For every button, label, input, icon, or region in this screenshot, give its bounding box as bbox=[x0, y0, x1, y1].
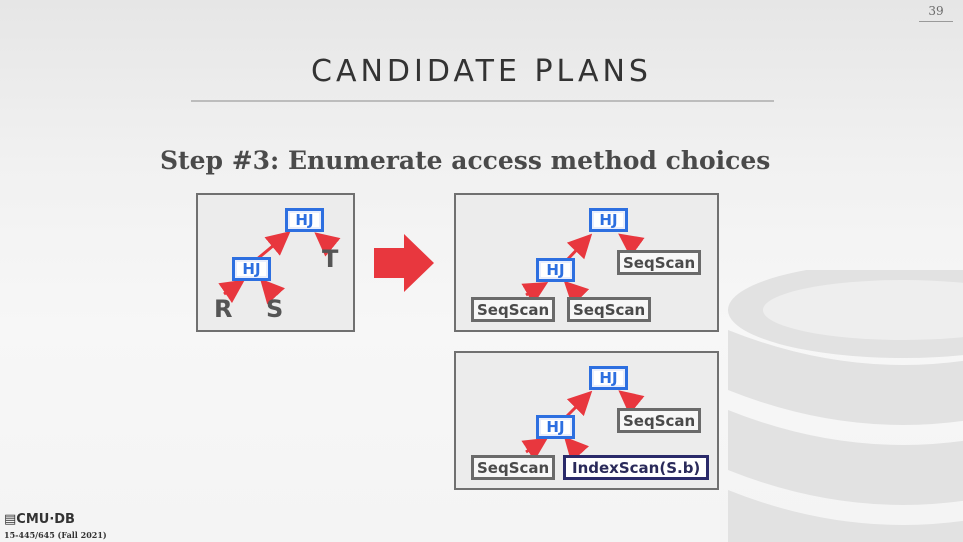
relation-r: R bbox=[214, 295, 233, 323]
plan-1-edges bbox=[521, 233, 645, 307]
page-number: 39 bbox=[919, 4, 953, 22]
indexscan-s: IndexScan(S.b) bbox=[563, 455, 710, 480]
seqscan-r: SeqScan bbox=[471, 455, 556, 480]
join-tree-panel: HJ HJ T R S bbox=[196, 193, 355, 332]
logo-text: CMU·DB bbox=[16, 512, 75, 527]
slide-title: CANDIDATE PLANS bbox=[311, 54, 652, 89]
seqscan-s: SeqScan bbox=[567, 297, 652, 322]
hash-join-inner: HJ bbox=[536, 258, 575, 282]
seqscan-t: SeqScan bbox=[617, 250, 702, 275]
hash-join-inner: HJ bbox=[536, 415, 575, 439]
join-tree-edges bbox=[218, 231, 341, 305]
relation-s: S bbox=[266, 295, 284, 323]
edge-s-to-inner bbox=[259, 278, 285, 305]
candidate-plan-2: HJ HJ SeqScan SeqScan IndexScan(S.b) bbox=[454, 351, 719, 490]
title-underline bbox=[191, 100, 774, 102]
seqscan-t: SeqScan bbox=[617, 408, 702, 433]
hash-join-root: HJ bbox=[285, 208, 324, 232]
step-heading: Step #3: Enumerate access method choices bbox=[160, 146, 771, 175]
cmu-db-logo: ▤CMU·DB bbox=[4, 512, 75, 527]
candidate-plan-1: HJ HJ SeqScan SeqScan SeqScan bbox=[454, 193, 719, 332]
database-icon: ▤ bbox=[4, 512, 17, 527]
hash-join-root: HJ bbox=[589, 208, 628, 232]
right-arrow-icon bbox=[374, 234, 434, 292]
hash-join-root: HJ bbox=[589, 366, 628, 390]
course-label: 15-445/645 (Fall 2021) bbox=[4, 530, 107, 540]
database-watermark-icon bbox=[728, 270, 963, 542]
relation-t: T bbox=[322, 245, 339, 273]
edge-t-to-root bbox=[314, 232, 341, 257]
plan-2-edges bbox=[521, 390, 645, 463]
seqscan-r: SeqScan bbox=[471, 297, 556, 322]
hash-join-inner: HJ bbox=[232, 257, 271, 281]
edge-inner-to-root bbox=[255, 231, 291, 262]
edge-r-to-inner bbox=[218, 279, 245, 304]
